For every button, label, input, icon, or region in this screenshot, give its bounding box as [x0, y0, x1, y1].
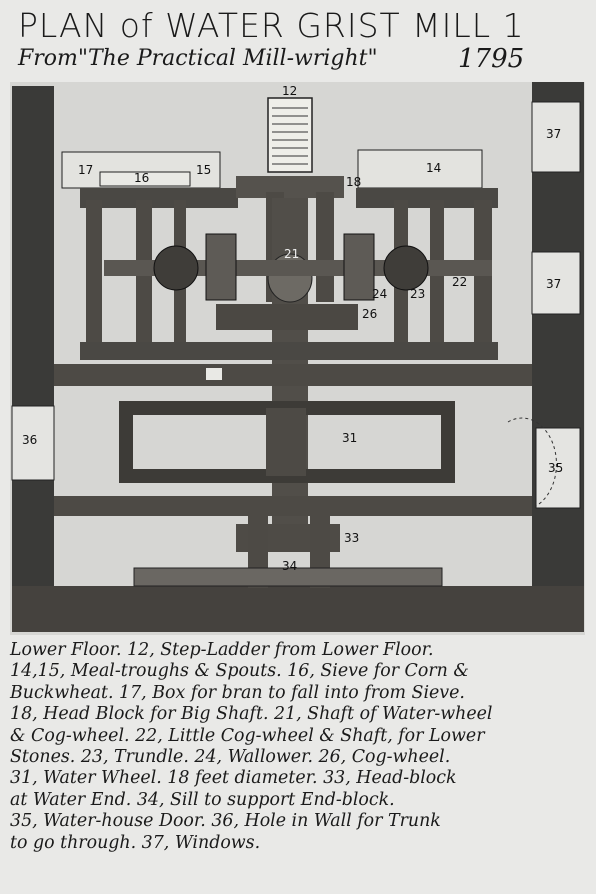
- end-post-right: [310, 500, 330, 588]
- floor-beam-lower: [54, 496, 532, 516]
- caption-line: Buckwheat. 17, Box for bran to fall into…: [10, 682, 465, 703]
- door-swing-arc: [507, 417, 557, 507]
- label-37-lower: 37: [546, 277, 561, 291]
- caption-line: 18, Head Block for Big Shaft. 21, Shaft …: [10, 704, 493, 725]
- label-22: 22: [452, 275, 467, 289]
- wallower-24: [343, 233, 375, 301]
- water-wheel-axle: [266, 408, 306, 476]
- label-23: 23: [410, 287, 425, 301]
- beam-block: [206, 368, 222, 380]
- upper-frame-right: [356, 188, 498, 208]
- label-37-upper: 37: [546, 127, 561, 141]
- hole-in-wall-36: [11, 405, 55, 481]
- step-ladder-12: [267, 97, 313, 173]
- left-wall: [12, 86, 54, 631]
- caption-line: 35, Water-house Door. 36, Hole in Wall f…: [10, 811, 441, 832]
- window-37-lower: [531, 251, 581, 315]
- label-12: 12: [282, 84, 297, 98]
- caption-line: to go through. 37, Windows.: [10, 832, 261, 853]
- trundle-left: [153, 245, 199, 291]
- sieve-16: [99, 171, 191, 187]
- right-wall: [532, 82, 584, 632]
- diagram-title: PLAN of WATER GRIST MILL 1: [18, 6, 525, 45]
- label-14: 14: [426, 161, 441, 175]
- caption-line: 14,15, Meal-troughs & Spouts. 16, Sieve …: [10, 661, 469, 682]
- caption-line: 31, Water Wheel. 18 feet diameter. 33, H…: [10, 768, 457, 789]
- legend-caption: Lower Floor. 12, Step-Ladder from Lower …: [10, 640, 590, 854]
- label-18: 18: [346, 175, 361, 189]
- label-35: 35: [548, 461, 563, 475]
- caption-line: at Water End. 34, Sill to support End-bl…: [10, 789, 395, 810]
- lower-frame: [80, 342, 498, 360]
- meal-trough-14: [357, 149, 483, 189]
- sill-34: [133, 567, 443, 587]
- cog-wheel-26: [216, 304, 358, 330]
- label-31: 31: [342, 431, 357, 445]
- floor-beam-upper: [54, 364, 532, 386]
- water-house-door-35: [535, 427, 581, 509]
- caption-line: Lower Floor. 12, Step-Ladder from Lower …: [10, 640, 434, 660]
- cog-wheel-22-left: [205, 233, 237, 301]
- window-37-upper: [531, 101, 581, 173]
- diagram-subtitle: From"The Practical Mill-wright": [18, 46, 378, 71]
- diagram-year: 1795: [458, 44, 525, 74]
- label-26: 26: [362, 307, 377, 321]
- label-21: 21: [284, 247, 299, 261]
- label-24: 24: [372, 287, 387, 301]
- caption-line: Stones. 23, Trundle. 24, Wallower. 26, C…: [10, 747, 451, 768]
- label-17: 17: [78, 163, 93, 177]
- bottom-wall: [12, 586, 584, 632]
- mill-plan-drawing: 12 17 16 15 14 18 21 22 23 24 26 31 33 3…: [10, 82, 585, 635]
- upper-frame-left: [80, 188, 238, 208]
- caption-line: & Cog-wheel. 22, Little Cog-wheel & Shaf…: [10, 725, 485, 746]
- label-36: 36: [22, 433, 37, 447]
- trundle-23: [383, 245, 429, 291]
- label-16: 16: [134, 171, 149, 185]
- label-34: 34: [282, 559, 297, 573]
- label-33: 33: [344, 531, 359, 545]
- label-15: 15: [196, 163, 211, 177]
- end-posts: [248, 500, 268, 588]
